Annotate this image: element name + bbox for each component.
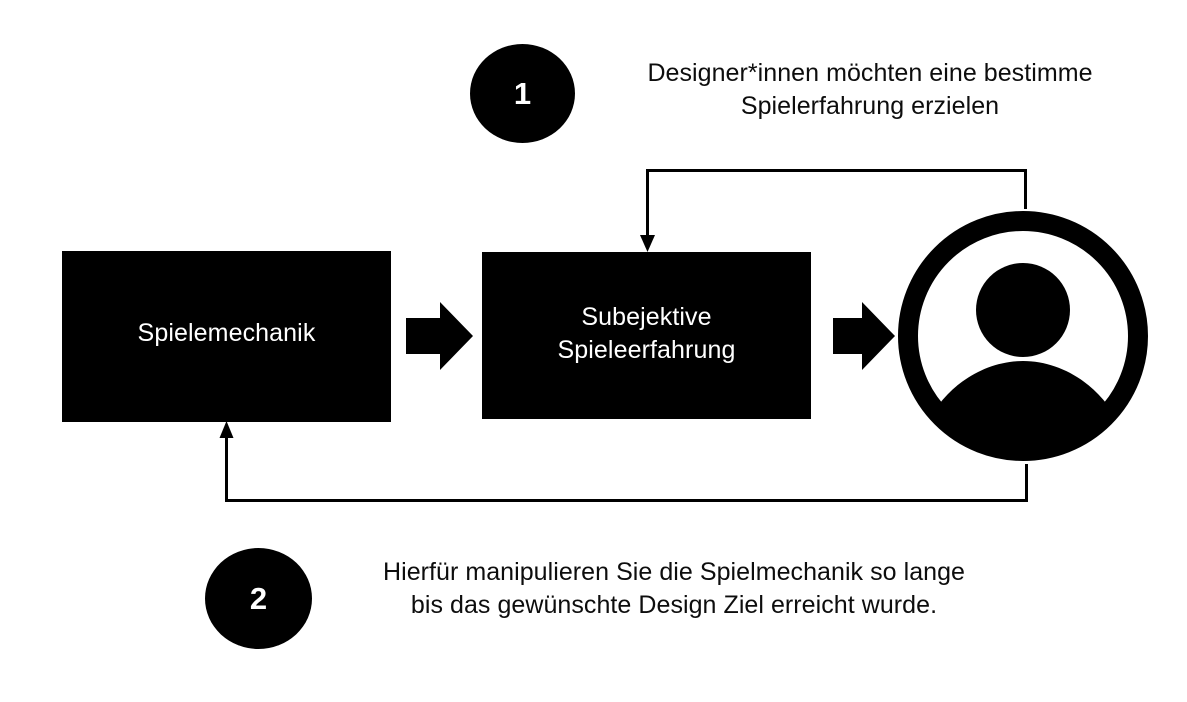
- step-badge-1-number: 1: [513, 76, 532, 111]
- step-badge-1[interactable]: 1: [470, 44, 575, 143]
- node-subjektive-spieleerfahrung-label: Subejektive Spieleerfahrung: [557, 301, 735, 367]
- step-caption-2-line-2: bis das gewünschte Design Ziel erreicht …: [410, 591, 938, 620]
- node-subjektive-spieleerfahrung[interactable]: Subejektive Spieleerfahrung: [482, 252, 811, 419]
- block-arrow-experience-to-player: [833, 302, 895, 370]
- step-badge-2[interactable]: 2: [205, 548, 312, 649]
- step-caption-1-line-1: Designer*innen möchten eine bestimme: [647, 59, 1093, 87]
- step-caption-1: Designer*innen möchten eine bestimme Spi…: [600, 57, 1140, 124]
- node-experience-line-2: Spieleerfahrung: [557, 335, 736, 364]
- feedback-arrow-top: [640, 169, 1027, 252]
- feedback-arrow-bottom: [219, 421, 1028, 502]
- node-spielemechanik-label: Spielemechanik: [137, 319, 316, 347]
- step-caption-2-line-1: Hierfür manipulieren Sie die Spielmechan…: [382, 558, 966, 586]
- step-badge-2-number: 2: [249, 581, 268, 616]
- node-experience-line-1: Subejektive: [581, 302, 712, 331]
- person-avatar-icon: [898, 211, 1148, 461]
- step-caption-1-line-2: Spielerfahrung erzielen: [740, 92, 1000, 121]
- step-caption-2: Hierfür manipulieren Sie die Spielmechan…: [344, 556, 1004, 623]
- node-spielemechanik[interactable]: Spielemechanik: [62, 251, 391, 422]
- block-arrow-mechanics-to-experience: [406, 302, 473, 370]
